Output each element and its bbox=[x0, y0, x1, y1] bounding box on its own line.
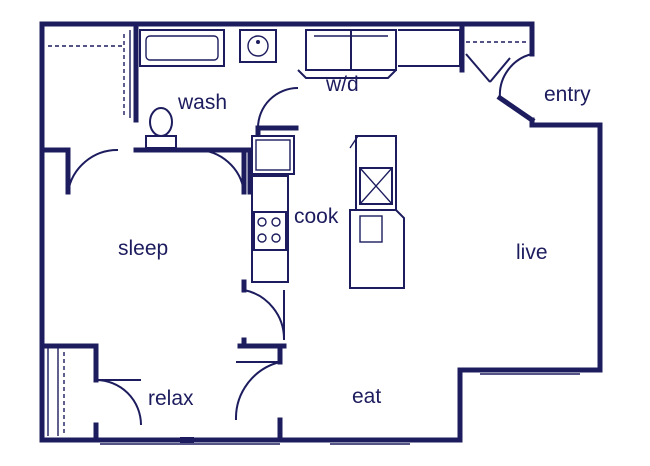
bath-fixtures bbox=[139, 29, 277, 149]
stove bbox=[253, 211, 287, 251]
toilet-tank bbox=[145, 135, 177, 149]
room-label-eat: eat bbox=[352, 385, 382, 408]
room-label-wd: w/d bbox=[326, 73, 359, 96]
fridge bbox=[251, 135, 295, 175]
room-label-entry: entry bbox=[544, 83, 591, 106]
interior-walls bbox=[41, 23, 465, 443]
toilet-bowl bbox=[149, 107, 173, 137]
outer-walls bbox=[39, 21, 603, 443]
windows bbox=[47, 348, 580, 445]
sink bbox=[239, 29, 277, 63]
room-label-live: live bbox=[516, 241, 548, 264]
room-label-relax: relax bbox=[148, 387, 194, 410]
kitchen-island bbox=[349, 135, 405, 289]
closets bbox=[48, 30, 528, 436]
doors bbox=[67, 53, 533, 426]
kitchen-counter bbox=[251, 135, 295, 283]
room-label-cook: cook bbox=[294, 205, 339, 228]
washer-dryer bbox=[297, 29, 461, 79]
room-label-wash: wash bbox=[178, 91, 228, 114]
room-label-sleep: sleep bbox=[118, 237, 169, 260]
